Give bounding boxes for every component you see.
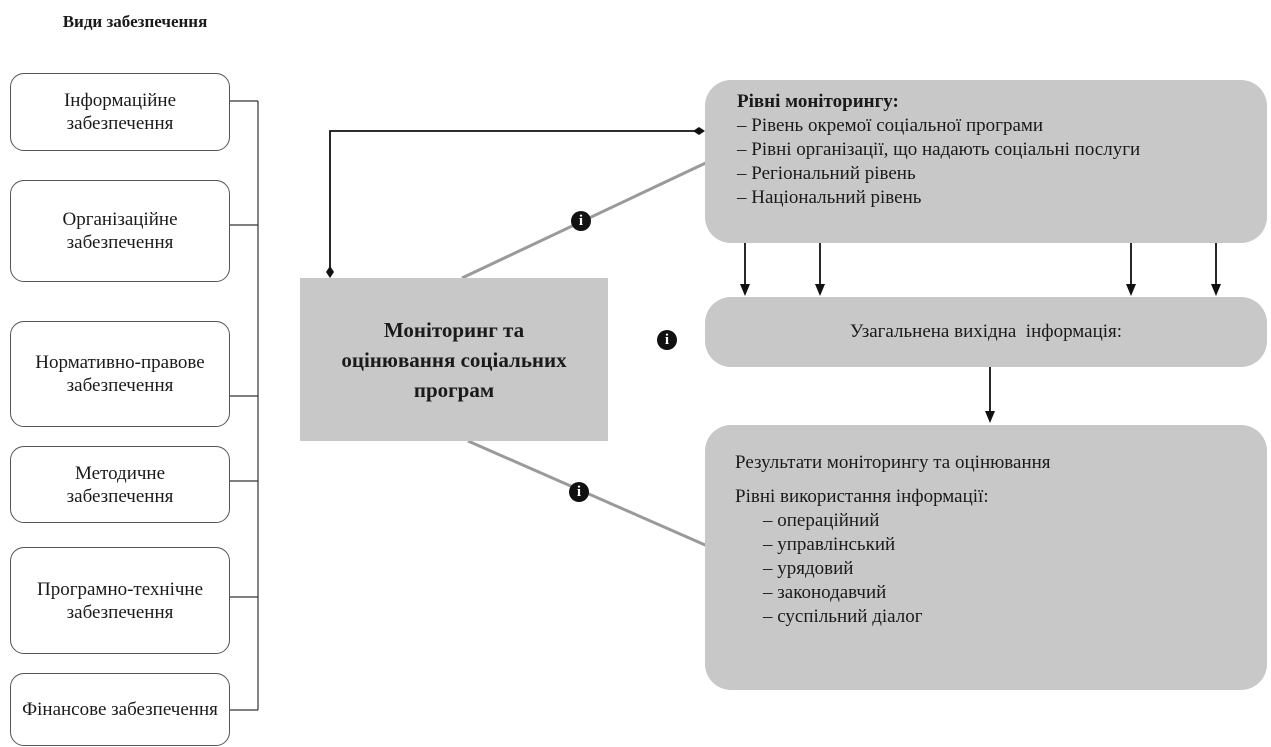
monitoring-level-item: – Рівень окремої соціальної програми — [737, 115, 1044, 136]
output-info-box: Узагальнена вихідна інформація: — [705, 297, 1267, 367]
monitoring-level-item: – Рівні організації, що надають соціальн… — [737, 139, 1141, 160]
info-icon: i — [657, 330, 677, 350]
results-item: – законодавчий — [763, 582, 887, 603]
results-item: – суспільний діалог — [763, 606, 923, 627]
sidebar-bracket — [230, 100, 259, 711]
monitoring-levels-title: Рівні моніторингу: — [737, 91, 899, 112]
diamond-marker-bottom — [326, 266, 334, 278]
info-icon: i — [569, 482, 589, 502]
center-box: Моніторинг та оцінювання соціальних прог… — [300, 278, 608, 441]
center-label: Моніторинг та оцінювання соціальних прог… — [341, 317, 567, 402]
sidebar-item-financial: Фінансове забезпечення — [10, 673, 230, 746]
feedback-connector — [329, 130, 699, 272]
results-title: Результати моніторингу та оцінювання — [735, 452, 1051, 473]
sidebar-item-software-hardware: Програмно-технічне забезпечення — [10, 547, 230, 654]
arrows-levels-to-output — [744, 243, 1217, 288]
results-item: – управлінський — [763, 534, 896, 555]
sidebar-item-methodical: Методичне забезпечення — [10, 446, 230, 523]
arrowheads-levels-to-output — [740, 284, 1221, 296]
sidebar-item-organizational: Організаційне забезпечення — [10, 180, 230, 282]
results-box: Результати моніторингу та оцінювання Рів… — [705, 425, 1267, 690]
results-item: – операційний — [763, 510, 880, 531]
results-subtitle: Рівні використання інформації: — [735, 486, 989, 507]
monitoring-levels-box: Рівні моніторингу: – Рівень окремої соці… — [705, 80, 1267, 243]
diamond-marker-right — [693, 127, 705, 135]
sidebar-item-regulatory: Нормативно-правове забезпечення — [10, 321, 230, 427]
monitoring-level-item: – Національний рівень — [737, 187, 922, 208]
sidebar-item-information: Інформаційне забезпечення — [10, 73, 230, 151]
info-icon: i — [571, 211, 591, 231]
sidebar-title: Види забезпечення — [62, 12, 208, 31]
results-item: – урядовий — [763, 558, 854, 579]
output-info-label: Узагальнена вихідна інформація: — [849, 321, 1123, 342]
arrowhead-output-to-results — [985, 411, 995, 423]
monitoring-level-item: – Регіональний рівень — [737, 163, 916, 184]
